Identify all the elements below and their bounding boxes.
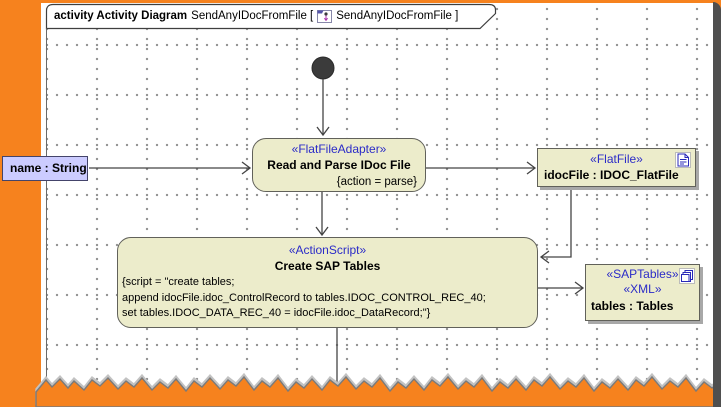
action-create-sap-tables[interactable]: «ActionScript» Create SAP Tables {script…	[117, 237, 538, 328]
stereotype-label: «FlatFile»	[590, 152, 643, 166]
window-right-border	[713, 2, 721, 407]
action-read-and-parse[interactable]: «FlatFileAdapter» Read and Parse IDoc Fi…	[252, 138, 426, 192]
action-constraint: {action = parse}	[336, 176, 417, 188]
frame-diagram-name-suffix: SendAnyIDocFromFile ]	[336, 10, 459, 22]
frame-kind-label: activity Activity Diagram	[54, 10, 188, 22]
stereotype-label: «XML»	[623, 282, 662, 296]
object-name: idocFile : IDOC_FlatFile	[544, 168, 679, 182]
script-line: set tables.IDOC_DATA_REC_40 = idocFile.i…	[122, 307, 431, 319]
diagram-canvas[interactable]	[41, 3, 714, 407]
frame-title: activity Activity Diagram SendAnyIDocFro…	[54, 7, 458, 25]
object-name: tables : Tables	[591, 299, 674, 313]
action-name: Read and Parse IDoc File	[267, 158, 411, 172]
action-name: Create SAP Tables	[274, 259, 381, 273]
script-line: {script = "create tables;	[122, 276, 235, 288]
input-pin-name-string[interactable]: name : String	[2, 156, 88, 181]
activity-diagram-icon	[317, 9, 333, 23]
frame-header-tab[interactable]	[45, 3, 497, 30]
object-tables[interactable]: «SAPTables» «XML» tables : Tables	[585, 264, 700, 321]
stereotype-label: «ActionScript»	[288, 243, 367, 257]
stereotype-label: «SAPTables»	[606, 267, 679, 281]
pin-label-text: name : String	[10, 161, 87, 175]
script-line: append idocFile.idoc_ControlRecord to ta…	[122, 291, 486, 304]
object-idocfile[interactable]: «FlatFile» idocFile : IDOC_FlatFile	[537, 148, 696, 187]
frame-diagram-name: SendAnyIDocFromFile [	[191, 10, 314, 22]
stereotype-label: «FlatFileAdapter»	[291, 142, 387, 156]
copy-icon	[679, 268, 695, 284]
control-flow-edges[interactable]	[89, 79, 585, 388]
flat-file-icon	[675, 152, 691, 168]
